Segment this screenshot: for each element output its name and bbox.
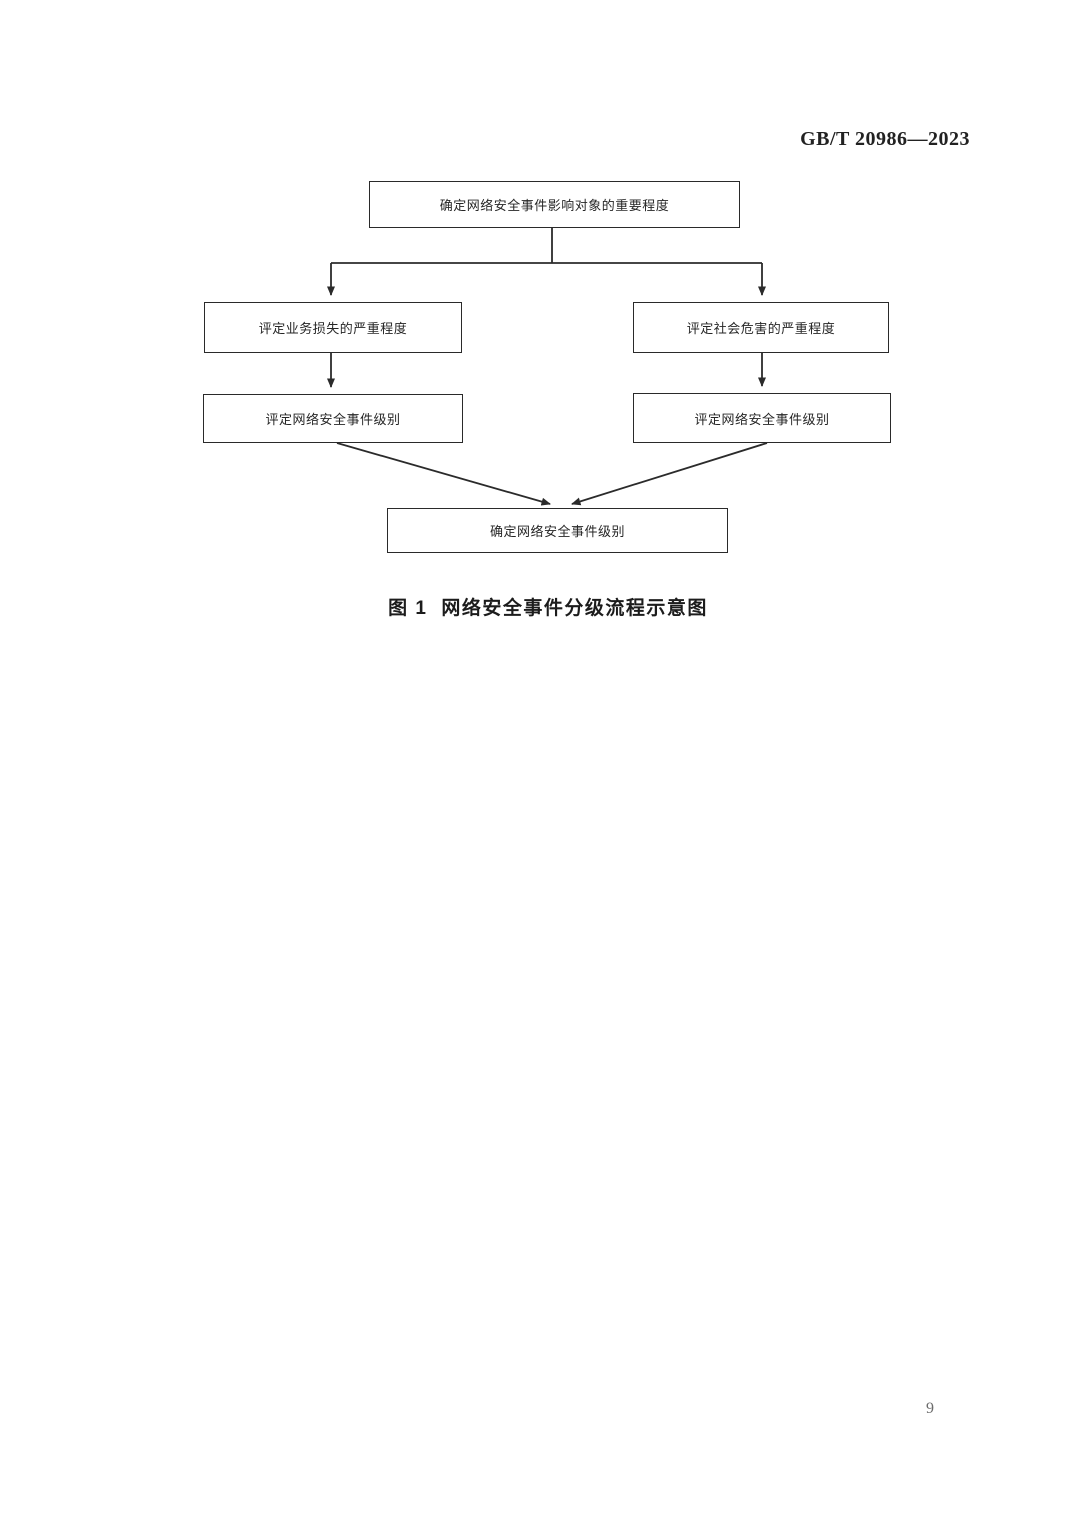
flow-box-mid-right: 评定社会危害的严重程度: [633, 302, 889, 353]
flow-box-low-right: 评定网络安全事件级别: [633, 393, 891, 443]
flow-box-low-left: 评定网络安全事件级别: [203, 394, 463, 443]
flow-box-low-left-label: 评定网络安全事件级别: [265, 412, 401, 427]
flow-box-mid-left: 评定业务损失的严重程度: [204, 302, 462, 353]
figure-caption: 图 1 网络安全事件分级流程示意图: [0, 593, 1080, 620]
flow-box-bottom-label: 确定网络安全事件级别: [489, 524, 625, 539]
arrow-low-left-to-bottom: [336, 442, 551, 506]
flow-connectors: [327, 228, 768, 506]
arrow-low-right-to-bottom: [571, 442, 768, 506]
flow-box-mid-left-label: 评定业务损失的严重程度: [258, 321, 408, 336]
flow-box-top: 确定网络安全事件影响对象的重要程度: [369, 181, 740, 228]
page-number: 9: [926, 1400, 934, 1417]
figure-caption-label: 图 1: [388, 598, 428, 619]
standard-number: GB/T 20986—2023: [800, 128, 970, 150]
flow-box-bottom: 确定网络安全事件级别: [387, 508, 728, 553]
flow-box-low-right-label: 评定网络安全事件级别: [694, 411, 830, 427]
flow-box-top-label: 确定网络安全事件影响对象的重要程度: [439, 198, 670, 213]
flow-box-mid-right-label: 评定社会危害的严重程度: [686, 321, 836, 336]
figure-caption-title: 网络安全事件分级流程示意图: [441, 598, 708, 619]
